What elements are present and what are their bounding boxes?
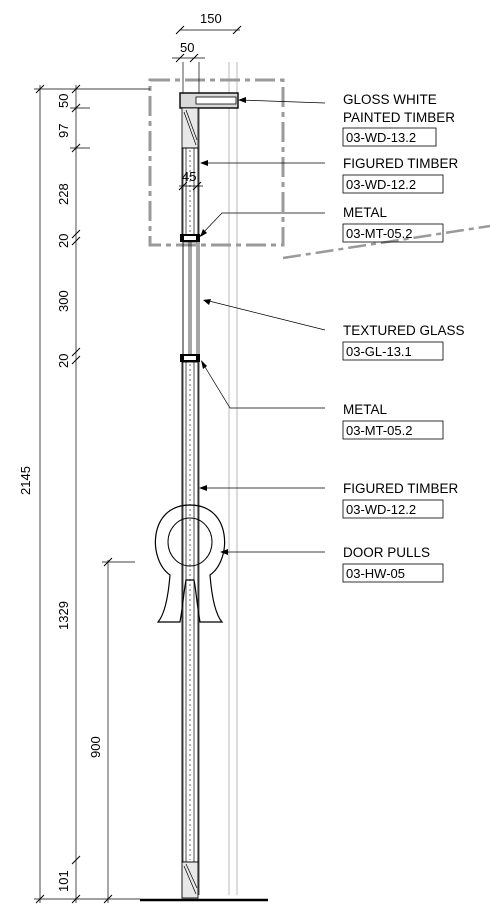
dim-50-left: 50 (56, 94, 71, 108)
label-line: FIGURED TIMBER (343, 481, 459, 496)
label-line: METAL (343, 205, 387, 220)
label-line: FIGURED TIMBER (343, 156, 459, 171)
material-label-figured-timber-upper: FIGURED TIMBER 03-WD-12.2 (342, 156, 459, 194)
label-line: METAL (343, 402, 387, 417)
dim-1329: 1329 (56, 601, 71, 630)
material-code: 03-WD-13.2 (346, 130, 416, 145)
dim-900: 900 (88, 736, 103, 758)
dim-50-top: 50 (180, 40, 194, 55)
top-dimensions: 150 50 45 (172, 11, 242, 191)
dim-20-lower: 20 (56, 354, 71, 368)
dim-150: 150 (200, 11, 222, 26)
material-label-metal-upper: METAL 03-MT-05.2 (342, 205, 444, 243)
door-pull (154, 504, 226, 623)
label-line: DOOR PULLS (343, 545, 430, 560)
material-label-gloss-white-timber: GLOSS WHITE PAINTED TIMBER 03-WD-13.2 (342, 92, 455, 147)
door-head (179, 92, 239, 149)
dim-97: 97 (56, 124, 71, 138)
material-label-textured-glass: TEXTURED GLASS 03-GL-13.1 (342, 323, 465, 361)
dim-300: 300 (56, 290, 71, 312)
dim-2145: 2145 (18, 466, 33, 495)
dim-101: 101 (56, 870, 71, 892)
material-label-figured-timber-lower: FIGURED TIMBER 03-WD-12.2 (342, 481, 459, 519)
frame-lines (182, 62, 238, 895)
dim-20-upper: 20 (56, 234, 71, 248)
material-code: 03-HW-05 (346, 566, 405, 581)
material-code: 03-WD-12.2 (346, 502, 416, 517)
material-code: 03-MT-05.2 (346, 423, 412, 438)
material-label-metal-lower: METAL 03-MT-05.2 (342, 402, 444, 440)
material-code: 03-GL-13.1 (346, 344, 412, 359)
leader-lines (199, 97, 326, 555)
label-line: PAINTED TIMBER (343, 110, 455, 125)
left-dimensions: 2145 50 97 228 20 300 20 1329 101 900 (18, 84, 150, 904)
label-line: GLOSS WHITE (343, 92, 437, 107)
material-code: 03-WD-12.2 (346, 177, 416, 192)
label-line: TEXTURED GLASS (343, 323, 465, 338)
dim-228: 228 (56, 183, 71, 205)
material-code: 03-MT-05.2 (346, 226, 412, 241)
dim-45: 45 (182, 169, 196, 184)
material-label-door-pulls: DOOR PULLS 03-HW-05 (342, 545, 444, 583)
